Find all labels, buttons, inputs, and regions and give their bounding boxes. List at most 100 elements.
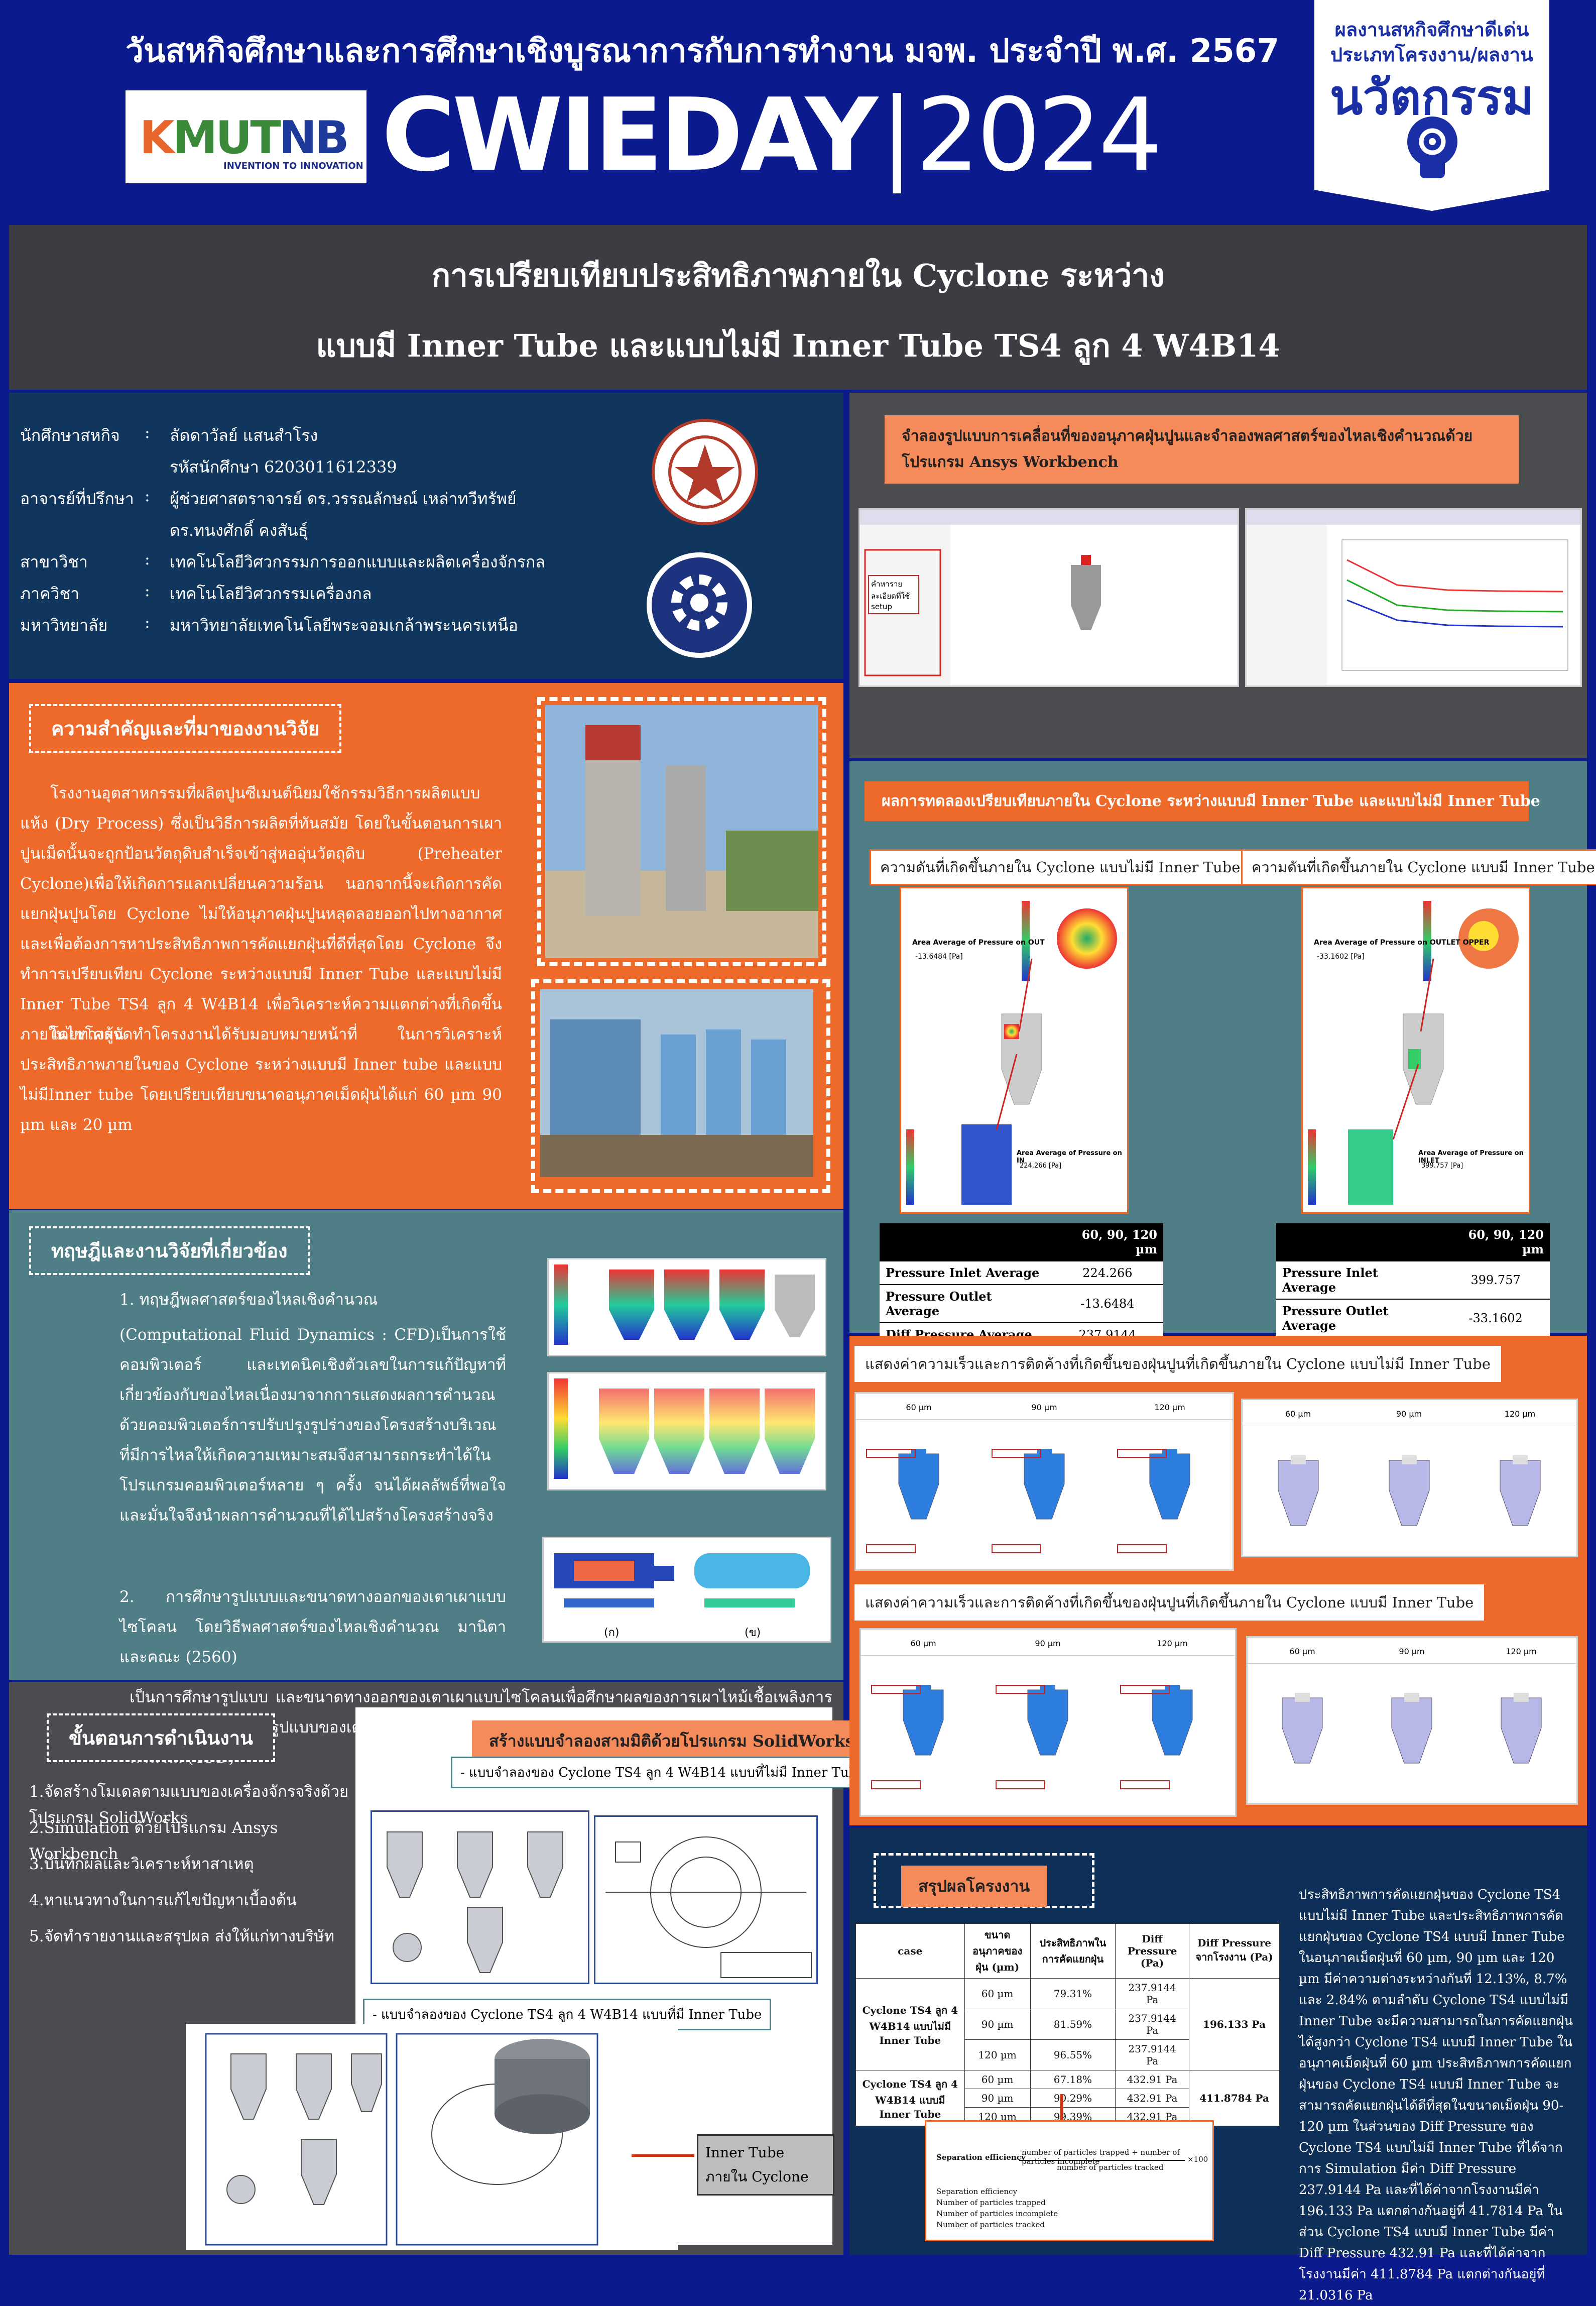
results-heading: ผลการทดลองเปรียบเทียบภายใน Cyclone ระหว่… bbox=[865, 781, 1540, 821]
info-label: ภาควิชา bbox=[20, 584, 80, 603]
info-colon: : bbox=[145, 581, 150, 600]
pressure-table-header: 60, 90, 120 µm bbox=[1441, 1223, 1550, 1261]
left-inlet-value: 224.266 [Pa] bbox=[1020, 1162, 1062, 1170]
cyclone-velocity-render bbox=[1150, 1685, 1195, 1767]
summary-diff: 237.9144 Pa bbox=[1115, 2039, 1189, 2070]
info-colon: : bbox=[145, 549, 150, 568]
theory-heading: ทฤษฎีและงานวิจัยที่เกี่ยวข้อง bbox=[29, 1226, 310, 1275]
cyclone-particle-render bbox=[1499, 1693, 1544, 1775]
formula-numerator: number of particles trapped + number of … bbox=[1022, 2148, 1180, 2166]
summary-size: 90 µm bbox=[964, 2089, 1031, 2108]
pressure-row-value: -13.6484 bbox=[1051, 1284, 1163, 1323]
info-colon: : bbox=[145, 613, 150, 632]
summary-table-header: ประสิทธิภาพในการคัดแยกฝุ่น bbox=[1030, 1923, 1116, 1979]
importance-para2: โดยทางผู้จัดทำโครงงานได้รับมอบหมายหน้าที… bbox=[20, 1025, 502, 1134]
summary-diff: 432.91 Pa bbox=[1115, 2070, 1189, 2089]
pressure-contour-no-tube: Area Average of Pressure on OUT -13.6484… bbox=[900, 887, 1129, 1214]
model1-top-drawing bbox=[594, 1815, 818, 1984]
info-value: มหาวิทยาลัยเทคโนโลยีพระจอมเกล้าพระนครเหน… bbox=[170, 616, 518, 635]
particle-size-label: 90 µm bbox=[986, 1639, 1110, 1656]
particle-size-label: 90 µm bbox=[1354, 1409, 1464, 1426]
event-name: CWIEDAY bbox=[382, 77, 878, 194]
kmutnb-logo: KMUTNB INVENTION TO INNOVATION bbox=[126, 90, 366, 183]
pressure-row: Pressure Outlet Average-33.1602 bbox=[1276, 1299, 1550, 1337]
info-value: เทคโนโลยีวิศวกรรมเครื่องกล bbox=[170, 584, 372, 603]
theory-item2-title: 2. การศึกษารูปแบบและขนาดทางออกของเตาเผาแ… bbox=[119, 1588, 506, 1666]
summary-table-header: Diff Pressure (Pa) bbox=[1115, 1923, 1189, 1979]
cyclone-velocity-render bbox=[1147, 1449, 1192, 1531]
badge-line2: ประเภทโครงงาน/ผลงาน bbox=[1330, 44, 1533, 66]
simulation-panel: จำลองรูปแบบการเคลื่อนที่ของอนุภาคฝุ่นปูน… bbox=[849, 393, 1587, 758]
pressure-contour-with-tube: Area Average of Pressure on OUTLET OPPER… bbox=[1301, 887, 1530, 1214]
left-outlet-value: -13.6484 [Pa] bbox=[915, 953, 963, 961]
left-inlet-note: Area Average of Pressure on IN bbox=[1017, 1149, 1122, 1165]
event-year: 2024 bbox=[916, 77, 1162, 194]
velocity-callout bbox=[1120, 1780, 1170, 1789]
info-label: สาขาวิชา bbox=[20, 552, 88, 571]
summary-diff: 237.9144 Pa bbox=[1115, 1978, 1189, 2009]
importance-heading: ความสำคัญและที่มาของงานวิจัย bbox=[29, 704, 342, 753]
ansys-setup-screenshot: คำหารายละเอียดที่ใช้ setup bbox=[858, 508, 1239, 687]
cyclone-particle-render bbox=[1387, 1455, 1432, 1538]
logo-tagline: INVENTION TO INNOVATION bbox=[223, 161, 363, 171]
summary-size: 60 µm bbox=[964, 2070, 1031, 2089]
cyclone-velocity-render bbox=[896, 1449, 941, 1531]
velocity-callout bbox=[996, 1780, 1045, 1789]
model2-drawing bbox=[186, 2024, 678, 2250]
ansys-result-screenshot bbox=[1245, 508, 1582, 687]
summary-size: 120 µm bbox=[964, 2039, 1031, 2070]
summary-case: Cyclone TS4 ลูก 4 W4B14 แบบมี Inner Tube bbox=[855, 2070, 965, 2126]
velocity-callout bbox=[871, 1780, 921, 1789]
fig-label-b: (ข) bbox=[745, 1627, 761, 1639]
cfd-figure-1 bbox=[547, 1258, 826, 1356]
summary-text: ประสิทธิภาพการคัดแยกฝุ่นของ Cyclone TS4 … bbox=[1299, 1887, 1573, 2303]
cement-plant-photo-frame bbox=[537, 697, 826, 966]
info-label: อาจารย์ที่ปรึกษา bbox=[20, 489, 134, 508]
pressure-row-value: -33.1602 bbox=[1441, 1299, 1550, 1337]
steps-heading: ขั้นตอนการดำเนินงาน bbox=[47, 1713, 276, 1762]
particle-size-label: 60 µm bbox=[1243, 1409, 1354, 1426]
right-inlet-value: 399.757 [Pa] bbox=[1421, 1162, 1463, 1170]
right-outlet-note: Area Average of Pressure on OUTLET OPPER bbox=[1314, 939, 1490, 947]
formula-legend-item: Number of particles incomplete bbox=[936, 2209, 1058, 2218]
cyclone-particle-render bbox=[1276, 1455, 1321, 1538]
particle-size-label: 120 µm bbox=[1464, 1409, 1575, 1426]
velocity-callout bbox=[866, 1544, 916, 1553]
formula-legend-item: Number of particles tracked bbox=[936, 2220, 1045, 2229]
department-logo bbox=[647, 552, 752, 658]
pressure-row-name: Pressure Outlet Average bbox=[880, 1284, 1052, 1323]
particle-size-label: 120 µm bbox=[1107, 1403, 1233, 1420]
theory-panel: ทฤษฎีและงานวิจัยที่เกี่ยวข้อง 1. ทฤษฎีพล… bbox=[9, 1210, 843, 1680]
pressure-row-name: Pressure Inlet Average bbox=[880, 1260, 1052, 1285]
fig-label-a: (ก) bbox=[604, 1627, 620, 1639]
particle-size-label: 90 µm bbox=[981, 1403, 1107, 1420]
cyclone-particle-render bbox=[1389, 1693, 1434, 1775]
summary-table-header: ขนาดอนุภาคของฝุ่น (µm) bbox=[964, 1923, 1031, 1979]
info-value: เทคโนโลยีวิศวกรรมการออกแบบและผลิตเครื่อง… bbox=[170, 552, 545, 571]
cfd-figure-2 bbox=[547, 1372, 826, 1490]
velocity-callout bbox=[996, 1685, 1045, 1694]
summary-size: 90 µm bbox=[964, 2009, 1031, 2040]
info-value: ลัดดาวัลย์ แสนสำโรง bbox=[170, 426, 318, 445]
event-logo: CWIEDAY|2024 bbox=[382, 77, 1162, 194]
info-value: ผู้ช่วยศาสตราจารย์ ดร.วรรณลักษณ์ เหล่าทว… bbox=[170, 489, 517, 508]
model1-drawing-views bbox=[371, 1810, 589, 1984]
formula-tail: ×100 bbox=[1187, 2155, 1208, 2164]
student-info-panel: นักศึกษาสหกิจ:ลัดดาวัลย์ แสนสำโรงรหัสนัก… bbox=[9, 393, 843, 679]
info-value: รหัสนักศึกษา 6203011612339 bbox=[170, 457, 397, 477]
cyclone-particle-render bbox=[1280, 1693, 1325, 1775]
summary-table-header: Diff Pressure จากโรงงาน (Pa) bbox=[1189, 1923, 1280, 1979]
cyclone-velocity-render bbox=[1022, 1449, 1067, 1531]
theory-item1-body: (Computational Fluid Dynamics : CFD)เป็น… bbox=[119, 1326, 506, 1525]
event-thai-title: วันสหกิจศึกษาและการศึกษาเชิงบูรณาการกับก… bbox=[126, 33, 1279, 70]
pressure-row: Pressure Outlet Average-13.6484 bbox=[880, 1284, 1163, 1323]
cyclone-velocity-render bbox=[901, 1685, 946, 1767]
summary-diff: 237.9144 Pa bbox=[1115, 2009, 1189, 2040]
velocity-callout bbox=[992, 1544, 1041, 1553]
